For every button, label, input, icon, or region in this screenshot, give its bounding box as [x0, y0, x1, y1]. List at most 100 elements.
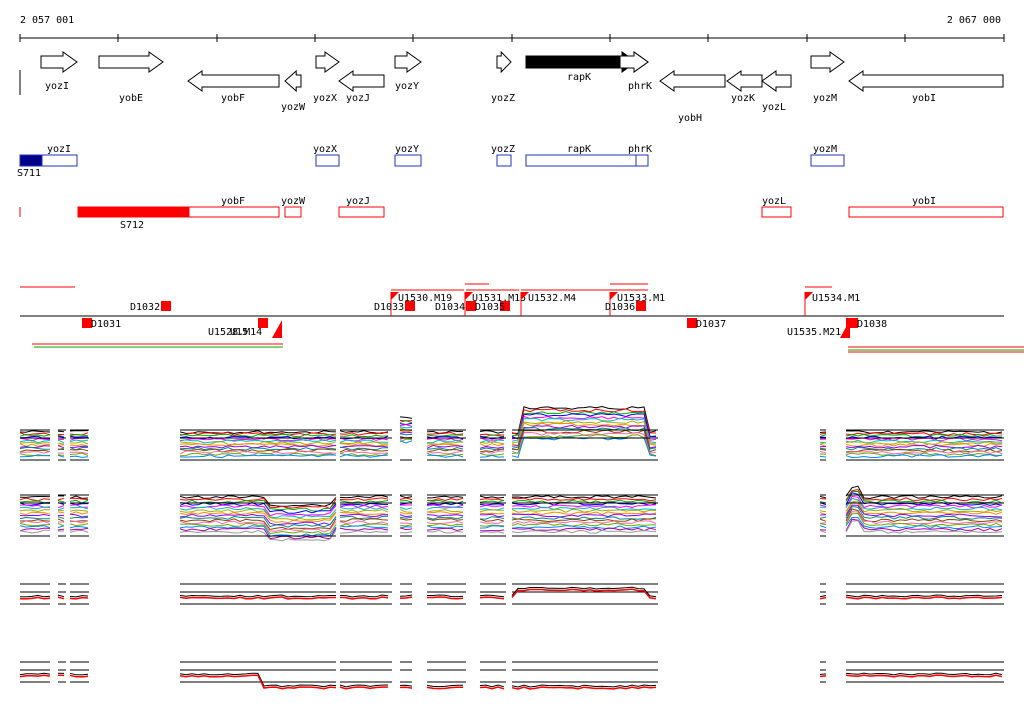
expression-profile-panels — [20, 407, 1004, 690]
reverse-feature-label: yozJ — [346, 196, 370, 207]
expression-profile-line — [820, 526, 826, 528]
marker-block — [405, 301, 415, 311]
expression-profile-line — [58, 498, 64, 500]
gene-arrow — [99, 52, 163, 72]
expression-profile-line — [512, 687, 656, 689]
expression-profile-line — [340, 531, 388, 533]
gene-label: yobE — [119, 93, 143, 104]
gene-arrow — [188, 71, 279, 91]
expression-profile-line — [340, 526, 388, 528]
expression-profile-line — [400, 496, 412, 498]
expression-profile-line — [58, 597, 64, 599]
gene-yobI: yobI — [849, 71, 1003, 104]
expression-profile-line — [480, 444, 504, 447]
reverse-feature-label: yobI — [912, 196, 936, 207]
expression-profile-line — [820, 433, 826, 434]
expression-profile-line — [400, 417, 412, 419]
expression-profile-line — [58, 517, 64, 519]
expression-profile-line — [846, 491, 1002, 503]
gene-label: yozI — [45, 81, 69, 92]
expression-profile-line — [512, 524, 656, 527]
marker-block — [636, 301, 646, 311]
expression-profile-line — [846, 486, 1002, 498]
expression-profile-line — [427, 521, 463, 523]
expression-profile-line — [820, 511, 826, 512]
expression-panel-4 — [20, 662, 1004, 689]
coordinate-ruler: 2 057 001 2 067 000 — [20, 15, 1004, 42]
expression-profile-line — [400, 528, 412, 530]
expression-profile-line — [58, 506, 64, 508]
expression-profile-line — [58, 519, 64, 521]
gene-label: rapK — [567, 72, 591, 83]
forward-feature-box — [497, 155, 511, 166]
expression-profile-line — [340, 505, 388, 507]
expression-profile-line — [427, 515, 463, 517]
reverse-segment-fill — [78, 207, 189, 217]
expression-profile-line — [427, 528, 463, 530]
forward-feature-box — [811, 155, 844, 166]
expression-profile-line — [58, 526, 64, 528]
expression-profile-line — [512, 589, 656, 599]
reverse-feature-label: yobF — [221, 196, 245, 207]
expression-profile-line — [340, 498, 388, 501]
expression-profile-line — [58, 440, 64, 443]
marker-mid-label: D1036 — [605, 302, 635, 313]
expression-profile-line — [400, 507, 412, 509]
expression-profile-line — [58, 501, 64, 502]
expression-profile-line — [340, 519, 388, 522]
expression-profile-line — [70, 528, 88, 530]
expression-profile-line — [427, 433, 463, 435]
expression-profile-line — [70, 524, 88, 526]
marker-mid-label: D1032 — [130, 302, 160, 313]
expression-profile-line — [846, 597, 1002, 599]
forward-feature-label: yozY — [395, 144, 419, 155]
reverse-feature-box — [339, 207, 384, 217]
expression-profile-line — [58, 443, 64, 444]
expression-profile-line — [820, 456, 826, 457]
expression-profile-line — [427, 524, 463, 526]
gene-yobH: yobH — [660, 71, 725, 124]
expression-profile-line — [20, 520, 50, 522]
gene-arrow — [316, 52, 339, 72]
expression-profile-line — [820, 674, 826, 675]
expression-profile-line — [512, 496, 656, 499]
expression-profile-line — [70, 596, 88, 597]
gene-arrow — [727, 71, 762, 91]
expression-profile-line — [512, 498, 656, 501]
marker-lower-label: U1535.M21 — [787, 327, 841, 338]
expression-profile-line — [20, 451, 50, 453]
expression-profile-line — [480, 505, 504, 506]
expression-profile-line — [512, 421, 656, 444]
expression-profile-line — [820, 498, 826, 499]
marker-lower-label: D1037 — [696, 319, 726, 330]
expression-profile-line — [20, 431, 50, 432]
expression-profile-line — [58, 508, 64, 510]
gene-label: yozX — [313, 93, 337, 104]
expression-profile-line — [512, 505, 656, 508]
expression-profile-line — [400, 441, 412, 443]
expression-panel-2 — [20, 486, 1004, 541]
expression-profile-line — [20, 512, 50, 515]
gene-arrow — [811, 52, 844, 72]
expression-profile-line — [427, 505, 463, 507]
expression-profile-line — [400, 597, 412, 598]
expression-profile-line — [427, 496, 463, 498]
forward-feature-label: yozI — [47, 144, 71, 155]
expression-profile-line — [180, 440, 336, 443]
gene-yozI: yozI — [41, 52, 77, 92]
expression-profile-line — [400, 519, 412, 520]
expression-profile-line — [480, 496, 504, 498]
expression-profile-line — [820, 451, 826, 453]
gene-yobE: yobE — [99, 52, 163, 104]
marker-lower-label: D1031 — [91, 319, 121, 330]
expression-profile-line — [480, 687, 504, 689]
expression-profile-line — [820, 596, 826, 597]
forward-feature-box — [395, 155, 421, 166]
expression-profile-line — [427, 512, 463, 514]
gene-arrow — [660, 71, 725, 91]
marker-mid-label: D1033 — [374, 302, 404, 313]
gene-yozL: yozL — [762, 71, 791, 113]
expression-profile-line — [820, 432, 826, 433]
expression-profile-line — [20, 597, 50, 599]
